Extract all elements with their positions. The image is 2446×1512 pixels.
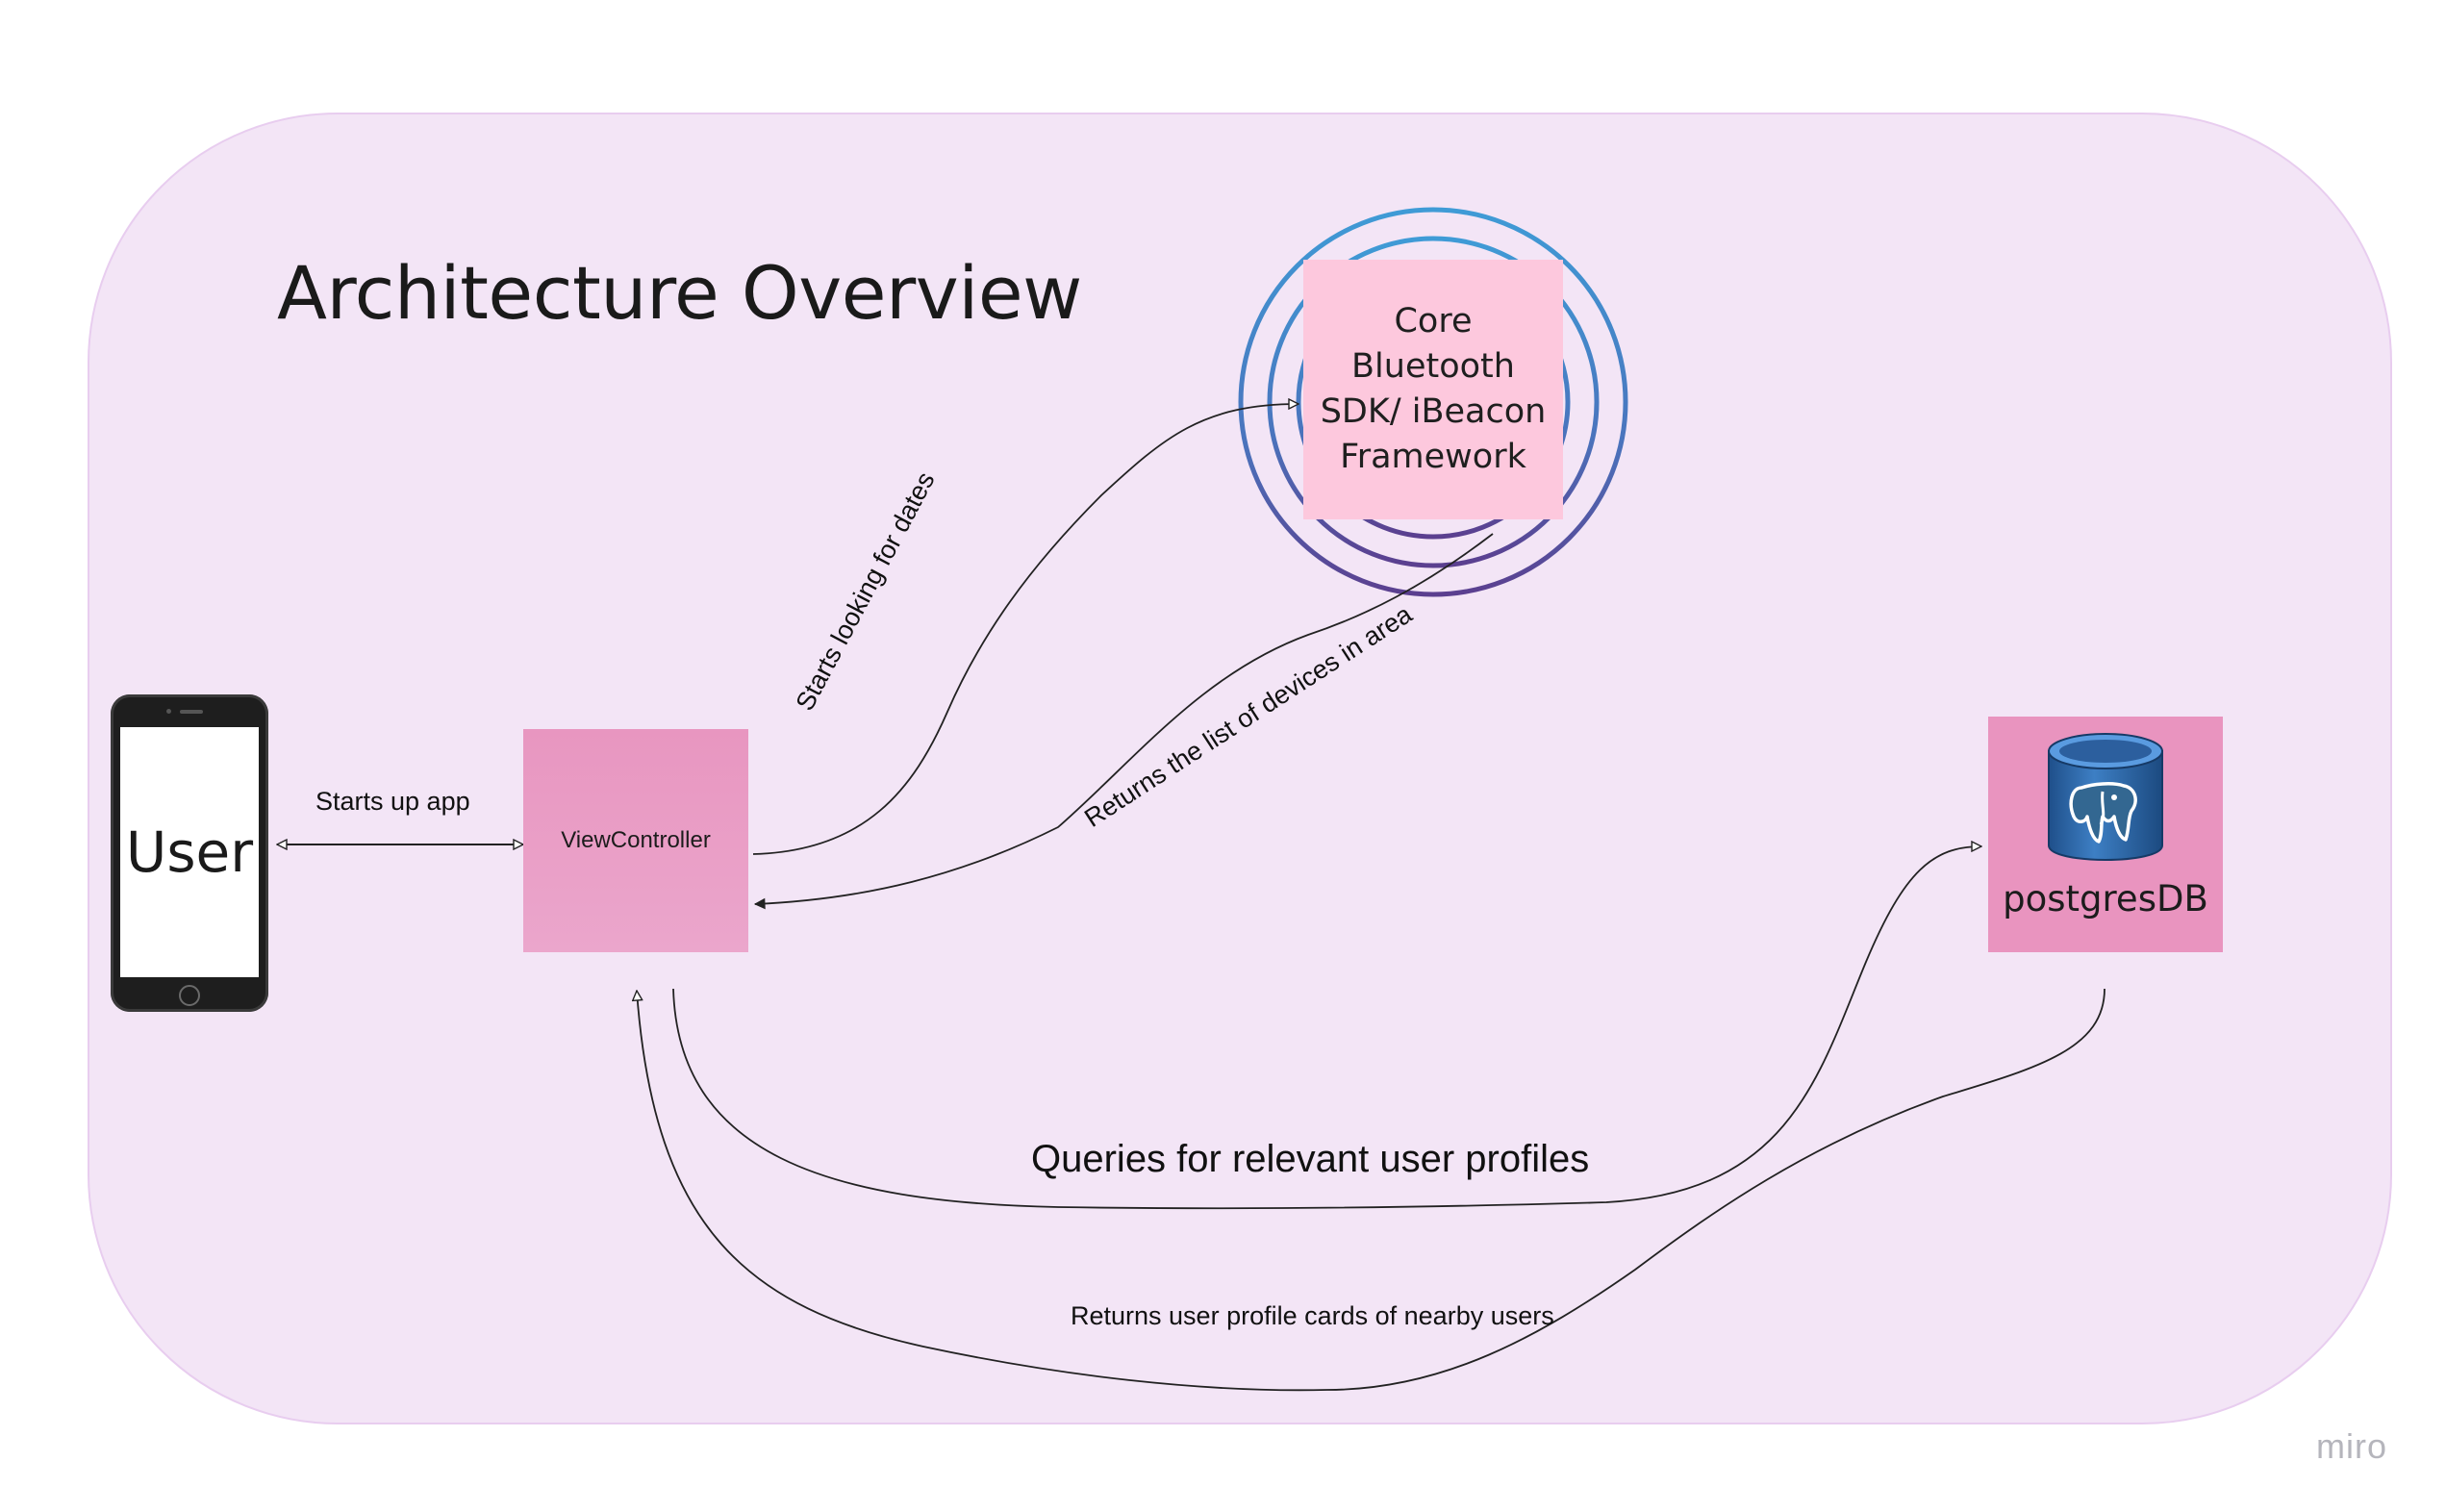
core-bluetooth-sticky[interactable]: Core Bluetooth SDK/ iBeacon Framework bbox=[1303, 260, 1563, 533]
core-bluetooth-label: Core Bluetooth SDK/ iBeacon Framework bbox=[1321, 299, 1547, 480]
edge-label-starts-up-app: Starts up app bbox=[315, 787, 470, 816]
edge-queries[interactable] bbox=[672, 846, 1981, 1210]
phone-icon[interactable]: User bbox=[111, 694, 268, 1012]
postgres-database-icon bbox=[2048, 733, 2163, 861]
core-label-line: SDK/ iBeacon bbox=[1320, 392, 1547, 431]
core-label-line: Bluetooth bbox=[1351, 347, 1515, 386]
viewcontroller-sticky[interactable]: ViewController bbox=[523, 729, 748, 966]
user-node-label: User bbox=[120, 727, 259, 977]
edge-returns-list[interactable] bbox=[755, 533, 1494, 904]
phone-camera bbox=[166, 709, 171, 714]
edge-returns-cards[interactable] bbox=[637, 988, 2106, 1392]
postgres-label: postgresDB bbox=[2003, 878, 2208, 920]
edge-label-queries: Queries for relevant user profiles bbox=[1031, 1138, 1590, 1180]
edge-starts-looking[interactable] bbox=[752, 404, 1299, 855]
core-label-line: Core bbox=[1394, 302, 1473, 340]
viewcontroller-label: ViewController bbox=[561, 827, 711, 853]
diagram-title: Architecture Overview bbox=[277, 250, 1082, 336]
miro-watermark: miro bbox=[2316, 1426, 2387, 1466]
postgres-sticky[interactable]: postgresDB bbox=[1988, 717, 2223, 966]
edge-label-returns-cards: Returns user profile cards of nearby use… bbox=[1071, 1301, 1554, 1330]
phone-home-button bbox=[179, 985, 200, 1006]
core-label-line: Framework bbox=[1340, 438, 1526, 476]
phone-speaker bbox=[180, 710, 203, 714]
